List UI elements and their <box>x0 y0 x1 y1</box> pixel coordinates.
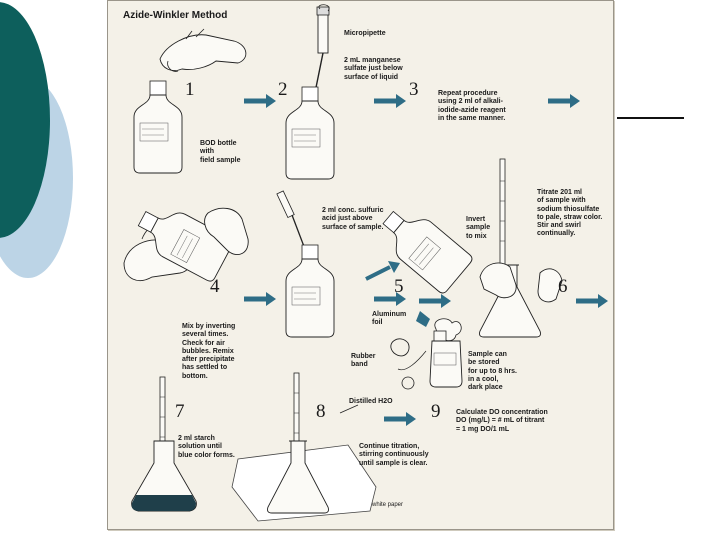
label-distilled-water: Distilled H2O <box>349 398 393 406</box>
hand-icon <box>160 29 246 71</box>
arrow-right-icon <box>374 94 406 108</box>
procedure-figure: Azide-Winkler Method 1 2 3 4 5 6 7 8 9 M… <box>107 0 614 530</box>
step-number-1: 1 <box>185 80 195 100</box>
step-number-6: 6 <box>558 277 568 297</box>
step-number-9: 9 <box>431 402 441 422</box>
bod-bottle-icon <box>430 331 462 387</box>
arrow-right-icon <box>548 94 580 108</box>
step-4-caption: Mix by inverting several times. Check fo… <box>182 323 235 381</box>
step-number-4: 4 <box>210 277 220 297</box>
burette-icon <box>500 159 505 269</box>
label-white-paper: white paper <box>372 501 403 509</box>
step-number-2: 2 <box>278 80 288 100</box>
label-sulfuric-acid: 2 ml conc. sulfuric acid just above surf… <box>322 207 383 232</box>
step-number-8: 8 <box>316 402 326 422</box>
step-number-5: 5 <box>394 277 404 297</box>
step-6-caption: Titrate 201 ml of sample with sodium thi… <box>537 189 602 239</box>
bod-bottle-icon <box>134 81 182 173</box>
step-9-caption: Calculate DO concentration DO (mg/L) = #… <box>456 409 548 434</box>
step-8-caption: Continue titration, stirring continuousl… <box>359 443 429 468</box>
arrow-right-icon <box>419 294 451 308</box>
slide-rule <box>617 117 684 119</box>
bod-bottle-icon <box>373 199 474 295</box>
arrow-right-icon <box>576 294 608 308</box>
step-number-7: 7 <box>175 402 185 422</box>
step-number-3: 3 <box>409 80 419 100</box>
step-2-caption: 2 mL manganese sulfate just below surfac… <box>344 57 403 82</box>
label-micropipette: Micropipette <box>344 30 386 38</box>
arrow-right-icon <box>244 292 276 306</box>
step-7-caption: 2 ml starch solution until blue color fo… <box>178 435 235 460</box>
arrow-right-icon <box>384 412 416 426</box>
figure-title: Azide-Winkler Method <box>123 10 227 22</box>
step-1-caption: BOD bottle with field sample <box>200 140 240 165</box>
step-5-caption: Invert sample to mix <box>466 216 490 241</box>
label-aluminum-foil: Aluminum foil <box>372 311 406 328</box>
label-rubber-band: Rubber band <box>351 353 376 370</box>
rubber-band-icon <box>391 339 426 389</box>
step-3-caption: Repeat procedure using 2 ml of alkali- i… <box>438 90 506 123</box>
label-storage: Sample can be stored for up to 8 hrs. in… <box>468 351 517 392</box>
arrow-right-icon <box>244 94 276 108</box>
